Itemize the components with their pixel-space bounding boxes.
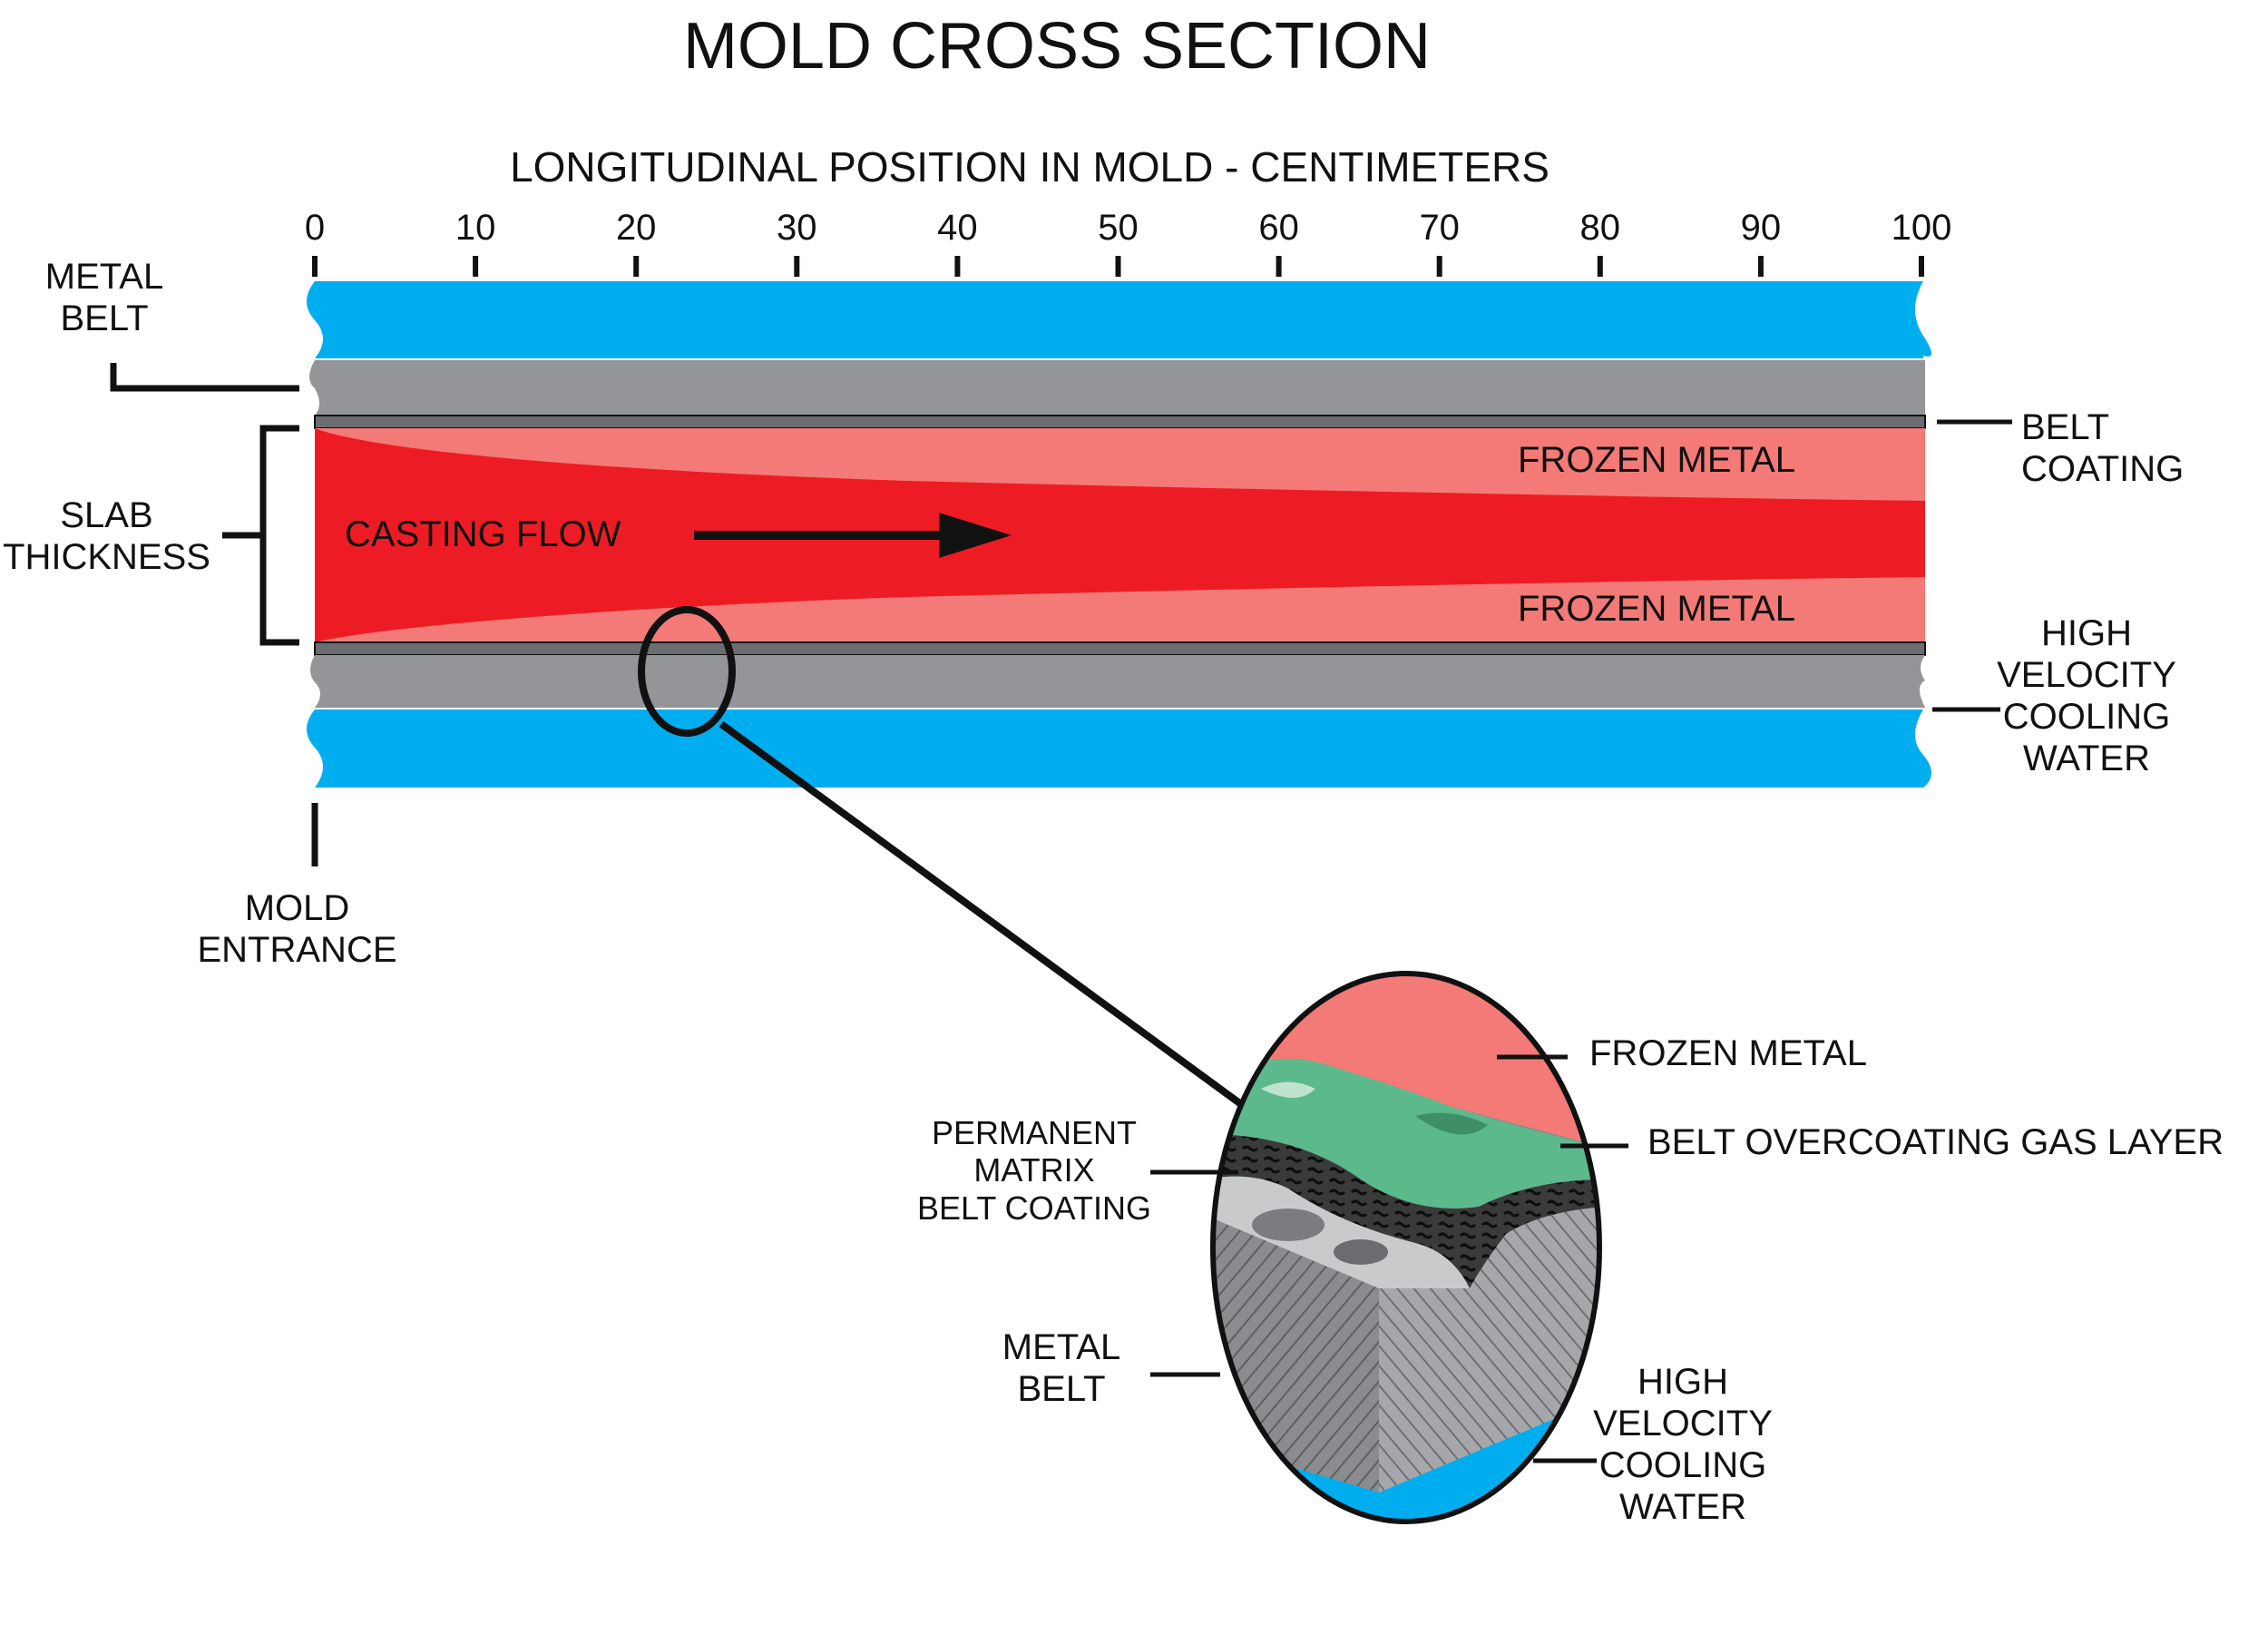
bottom-cooling-water — [307, 709, 1931, 788]
molten-core — [315, 428, 1925, 642]
label-frozen-metal-bottom: FROZEN METAL — [1518, 589, 1795, 629]
detail-oval-outline — [1210, 971, 1602, 1524]
magnifier-circle — [638, 606, 736, 737]
detail-label-metal-belt: METAL BELT — [1002, 1327, 1121, 1409]
axis-title: LONGITUDINAL POSITION IN MOLD - CENTIMET… — [510, 143, 1549, 191]
diagram-title: MOLD CROSS SECTION — [682, 10, 1432, 83]
casting-flow-arrowhead — [939, 513, 1012, 558]
detail-label-cooling-water: HIGH VELOCITY COOLING WATER — [1593, 1362, 1773, 1527]
detail-label-gas-layer: BELT OVERCOATING GAS LAYER — [1647, 1122, 2224, 1162]
label-frozen-metal-top: FROZEN METAL — [1518, 440, 1795, 480]
axis-tick-label: 70 — [1419, 208, 1460, 248]
axis-tick-label: 30 — [777, 208, 817, 248]
axis-tick-label: 10 — [455, 208, 496, 248]
magnifier-connector — [719, 720, 1257, 1118]
label-belt-coating: BELT COATING — [2021, 407, 2185, 489]
axis-tick-label: 40 — [937, 208, 978, 248]
detail-label-frozen-metal: FROZEN METAL — [1589, 1033, 1867, 1073]
metal-belt-leader — [110, 363, 299, 392]
label-slab-thickness: SLAB THICKNESS — [3, 495, 210, 577]
axis-tick-label: 90 — [1740, 208, 1782, 248]
axis-tick-label: 60 — [1258, 208, 1299, 248]
bottom-metal-belt — [310, 655, 1925, 708]
axis-tick-label: 100 — [1891, 208, 1952, 248]
bottom-belt-coating — [314, 641, 1926, 656]
label-mold-entrance: MOLD ENTRANCE — [197, 888, 397, 970]
label-cooling-water-right: HIGH VELOCITY COOLING WATER — [1997, 613, 2176, 778]
label-metal-belt: METAL BELT — [44, 257, 164, 338]
slab-thickness-bracket — [259, 425, 299, 646]
detail-label-permanent-matrix: PERMANENT MATRIX BELT COATING — [916, 1114, 1152, 1227]
label-casting-flow: CASTING FLOW — [345, 514, 621, 554]
axis-tick-marks — [312, 256, 1924, 277]
axis-tick-label: 80 — [1579, 208, 1621, 248]
top-belt-coating — [314, 415, 1926, 429]
axis-tick-label: 50 — [1098, 208, 1139, 248]
axis-tick-label: 20 — [615, 208, 657, 248]
axis-tick-label: 0 — [304, 208, 326, 248]
top-cooling-water — [307, 281, 1931, 358]
top-metal-belt — [309, 360, 1925, 416]
